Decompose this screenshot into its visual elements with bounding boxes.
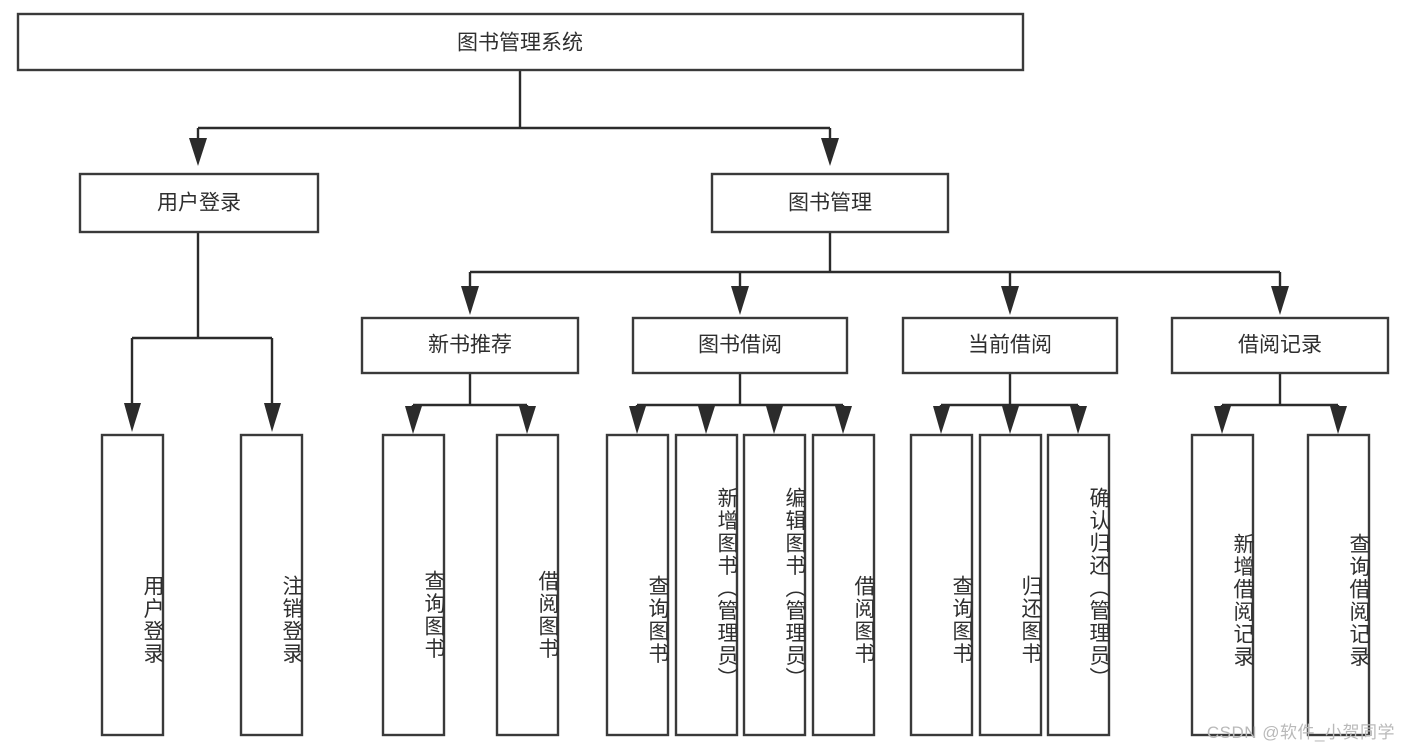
arrow-to-borrow-records [1271,286,1289,315]
leaf-box-borrow-records-1[interactable] [1190,433,1255,737]
arrow-borrow-leaf-4 [835,406,852,434]
connector-group-book-borrow [629,373,852,434]
arrow-records-leaf-1 [1214,406,1231,434]
arrow-to-user-login [189,138,207,166]
arrow-newbook-leaf-2 [519,406,536,434]
arrow-borrow-leaf-1 [629,406,646,434]
connector-group-root [189,70,839,166]
arrow-borrow-leaf-3 [766,406,783,434]
connector-group-current-borrow [933,373,1087,434]
node-borrow-records-box[interactable] [1170,316,1390,375]
arrow-current-leaf-2 [1002,406,1019,434]
arrow-records-leaf-2 [1330,406,1347,434]
leaf-box-current-borrow-3[interactable] [1046,433,1111,737]
node-borrow-records-label: 借阅记录 [1238,334,1322,357]
leaf-box-new-book-1[interactable] [381,433,446,737]
leaf-box-book-borrow-1[interactable] [605,433,670,737]
arrow-current-leaf-3 [1070,406,1087,434]
leaf-box-book-borrow-4[interactable] [811,433,876,737]
leaf-box-current-borrow-1[interactable] [909,433,974,737]
leaf-box-user-login-1[interactable] [100,433,165,737]
connector-group-book-mgmt [461,232,1289,315]
arrow-borrow-leaf-2 [698,406,715,434]
node-book-borrow-label: 图书借阅 [698,334,782,357]
node-book-borrow-box[interactable] [631,316,849,375]
node-root-box[interactable] [16,12,1025,72]
node-book-mgmt-box[interactable] [710,172,950,234]
node-user-login-label: 用户登录 [157,192,241,215]
leaf-box-borrow-records-2[interactable] [1306,433,1371,737]
arrow-to-new-book [461,286,479,315]
arrow-to-current-borrow [1001,286,1019,315]
leaf-box-new-book-2[interactable] [495,433,560,737]
leaf-box-current-borrow-2[interactable] [978,433,1043,737]
arrow-user-leaf-1 [124,403,141,432]
arrow-to-book-borrow [731,286,749,315]
leaf-box-book-borrow-2[interactable] [674,433,739,737]
csdn-watermark: CSDN @软件_小贺同学 [1206,723,1395,742]
node-new-book-box[interactable] [360,316,580,375]
leaf-box-book-borrow-3[interactable] [742,433,807,737]
arrow-user-leaf-2 [264,403,281,432]
node-current-borrow-box[interactable] [901,316,1119,375]
connector-group-user-login [124,232,281,432]
node-user-login-box[interactable] [78,172,320,234]
leaf-box-user-login-2[interactable] [239,433,304,737]
node-book-mgmt-label: 图书管理 [788,192,872,215]
arrow-to-book-mgmt [821,138,839,166]
node-new-book-label: 新书推荐 [428,334,512,357]
connector-group-borrow-records [1214,373,1347,434]
node-current-borrow-label: 当前借阅 [968,334,1052,357]
arrow-current-leaf-1 [933,406,950,434]
arrow-newbook-leaf-1 [405,406,422,434]
connector-group-new-book [405,373,536,434]
node-root-label: 图书管理系统 [457,32,583,55]
